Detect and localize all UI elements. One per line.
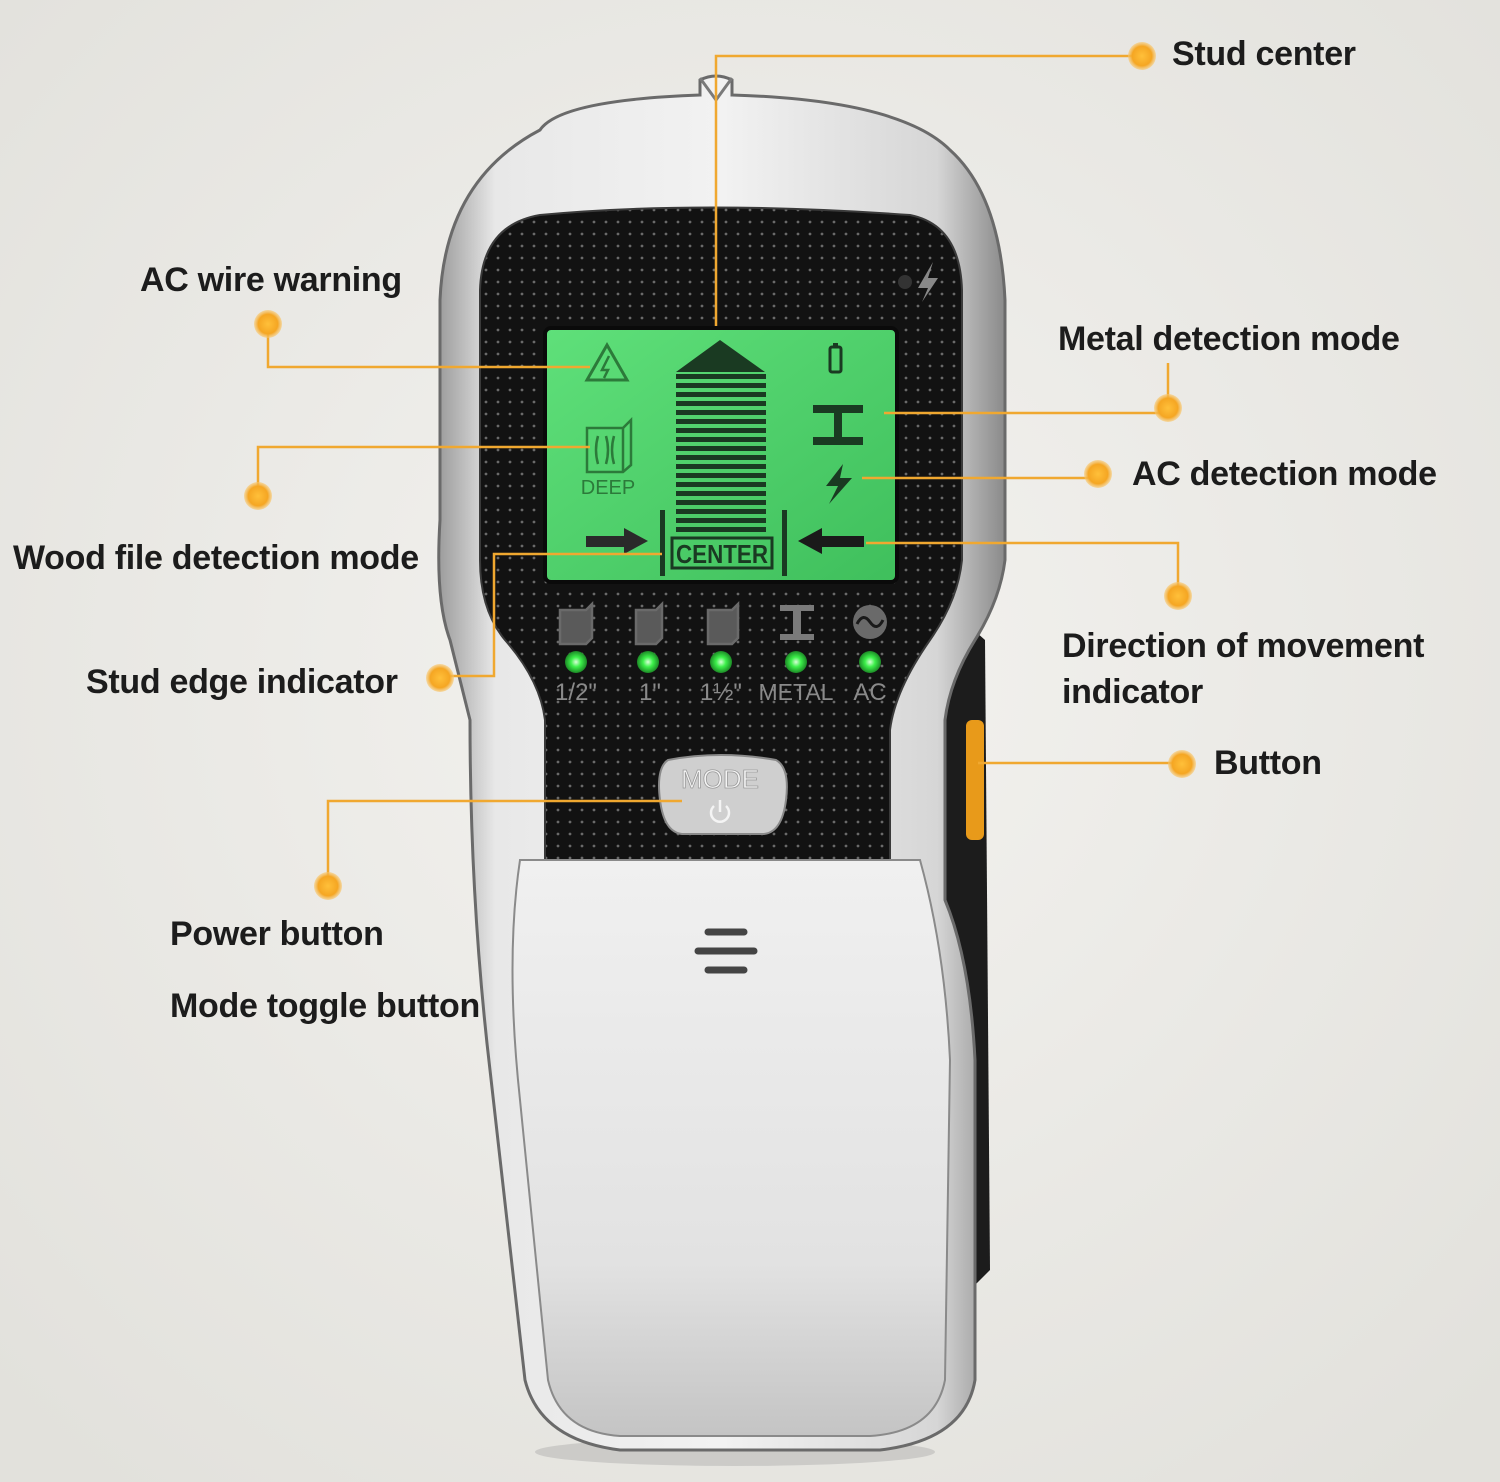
stud-bar (676, 419, 766, 424)
led-one-inch (637, 651, 659, 673)
label-power-button: Power button (170, 915, 384, 953)
led-metal (785, 651, 807, 673)
stud-bar (676, 500, 766, 505)
label-mode-toggle-button: Mode toggle button (170, 987, 480, 1025)
center-label-box (670, 536, 774, 570)
stud-bar (676, 491, 766, 496)
stud-bar (676, 383, 766, 388)
speaker-grille-icon (694, 928, 758, 974)
label-stud-center: Stud center (1172, 35, 1356, 73)
arrow-left-icon (798, 528, 864, 554)
callout-dot (1084, 460, 1112, 488)
label-button: Button (1214, 744, 1322, 782)
callout-dots (244, 42, 1196, 900)
sensor-led (898, 275, 912, 289)
callout-dot (254, 310, 282, 338)
wood-block-icon (558, 600, 594, 646)
label-direction-of-movement-line2: indicator (1062, 673, 1203, 711)
stud-bar-graph (676, 340, 766, 532)
label-wood-file-detection-mode: Wood file detection mode (13, 539, 419, 577)
led-one-half-inch (710, 651, 732, 673)
arrow-right-icon (586, 528, 648, 554)
wood-deep-icon (585, 416, 633, 474)
stud-bar (676, 392, 766, 397)
stud-bar (676, 410, 766, 415)
stud-bar (676, 446, 766, 451)
label-ac-detection-mode: AC detection mode (1132, 455, 1437, 493)
lower-panel (511, 859, 952, 1437)
label-ac-wire-warning: AC wire warning (140, 261, 402, 299)
indicator-label: 1" (639, 679, 661, 706)
label-stud-edge-indicator: Stud edge indicator (86, 663, 398, 701)
ac-warning-triangle-icon (584, 341, 630, 382)
stud-bar (676, 401, 766, 406)
center-bracket-right (782, 510, 787, 576)
lcd-lightning-icon (826, 464, 852, 504)
lightning-icon (918, 262, 938, 302)
wood-block-icon (634, 600, 664, 646)
led-half-inch (565, 651, 587, 673)
stud-bar (676, 473, 766, 478)
indicator-label: AC (853, 679, 886, 706)
ac-wave-icon (853, 605, 887, 639)
i-beam-icon (780, 605, 814, 640)
callout-dot (426, 664, 454, 692)
wood-block-icon (706, 600, 740, 646)
stud-bar (676, 464, 766, 469)
indicator-label: 1½" (700, 679, 742, 706)
side-button[interactable] (966, 720, 984, 840)
callout-dot (1168, 750, 1196, 778)
indicator-leds (565, 651, 881, 673)
stud-bar (676, 527, 766, 532)
indicator-label: 1/2" (555, 679, 597, 706)
callout-dot (314, 872, 342, 900)
label-metal-detection-mode: Metal detection mode (1058, 320, 1400, 358)
stud-bar (676, 482, 766, 487)
callout-dot (244, 482, 272, 510)
stud-bar (676, 455, 766, 460)
callout-dot (1128, 42, 1156, 70)
callout-dot (1154, 394, 1182, 422)
i-beam-metal-icon (813, 405, 863, 445)
center-bracket-left (660, 510, 665, 576)
center-label: CENTER (676, 539, 768, 569)
indicator-icons (558, 600, 887, 646)
stud-bar (676, 428, 766, 433)
power-icon (709, 800, 731, 823)
deep-label: DEEP (581, 477, 635, 499)
led-ac (859, 651, 881, 673)
mode-button-label: MODE (681, 764, 759, 794)
stud-bar (676, 437, 766, 442)
indicator-label: METAL (759, 679, 834, 705)
stud-bar (676, 509, 766, 514)
callout-dot (1164, 582, 1192, 610)
stud-bar (676, 374, 766, 379)
stud-bar (676, 518, 766, 523)
label-direction-of-movement-line1: Direction of movement (1062, 627, 1425, 665)
